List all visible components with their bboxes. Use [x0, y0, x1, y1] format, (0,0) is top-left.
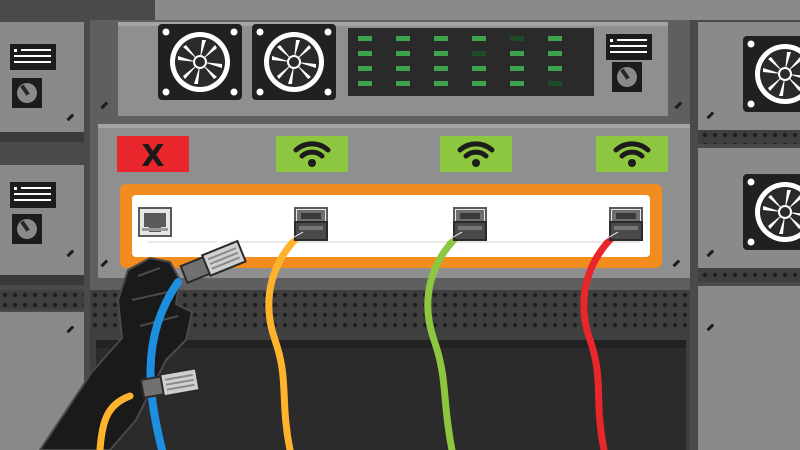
- status-led: [434, 51, 448, 56]
- red-cable[interactable]: [580, 209, 643, 450]
- label-plate-icon: [10, 44, 56, 70]
- port-status-indicator-4: [596, 136, 668, 172]
- status-led: [548, 36, 562, 41]
- port-status-indicator-1: X: [117, 136, 189, 174]
- rj45-plug-icon: [609, 209, 643, 241]
- fan-icon: [742, 35, 800, 113]
- status-led: [396, 36, 410, 41]
- status-led: [396, 81, 410, 86]
- status-led: [472, 81, 486, 86]
- status-led: [548, 51, 562, 56]
- status-led: [434, 36, 448, 41]
- x-mark-icon: X: [141, 139, 164, 174]
- status-led: [510, 36, 524, 41]
- top-server-unit: [90, 20, 690, 120]
- status-led: [510, 66, 524, 71]
- port-status-indicator-2: [276, 136, 348, 172]
- left-rack-column: [0, 20, 90, 450]
- status-led: [396, 51, 410, 56]
- fan-icon: [157, 23, 243, 101]
- status-led-grid: [358, 36, 562, 86]
- rj45-plug-icon: [453, 209, 487, 241]
- port-status-indicator-3: [440, 136, 512, 172]
- green-cable[interactable]: [424, 209, 487, 450]
- status-led: [472, 36, 486, 41]
- status-led: [396, 66, 410, 71]
- label-plate-icon: [606, 34, 652, 60]
- knob-icon[interactable]: [612, 62, 642, 92]
- status-led: [472, 66, 486, 71]
- status-led: [472, 51, 486, 56]
- right-rack-column: [690, 20, 800, 450]
- knob-icon[interactable]: [12, 78, 42, 108]
- status-led: [434, 81, 448, 86]
- fan-icon: [742, 173, 800, 251]
- fan-icon: [251, 23, 337, 101]
- blue-cable[interactable]: [146, 239, 247, 450]
- status-led: [358, 66, 372, 71]
- status-led: [358, 51, 372, 56]
- status-led: [548, 81, 562, 86]
- status-led: [548, 66, 562, 71]
- ethernet-port-1[interactable]: [138, 207, 172, 237]
- status-led: [434, 66, 448, 71]
- status-led: [510, 51, 524, 56]
- status-led: [510, 81, 524, 86]
- yellow-loose-cable[interactable]: [96, 367, 201, 450]
- top-bar: [0, 0, 800, 20]
- network-switch-unit: X: [90, 120, 690, 290]
- status-led: [358, 81, 372, 86]
- status-led: [358, 36, 372, 41]
- yellow-cable[interactable]: [265, 209, 328, 450]
- label-plate-icon: [10, 182, 56, 208]
- rj45-plug-icon: [294, 209, 328, 241]
- knob-icon[interactable]: [12, 214, 42, 244]
